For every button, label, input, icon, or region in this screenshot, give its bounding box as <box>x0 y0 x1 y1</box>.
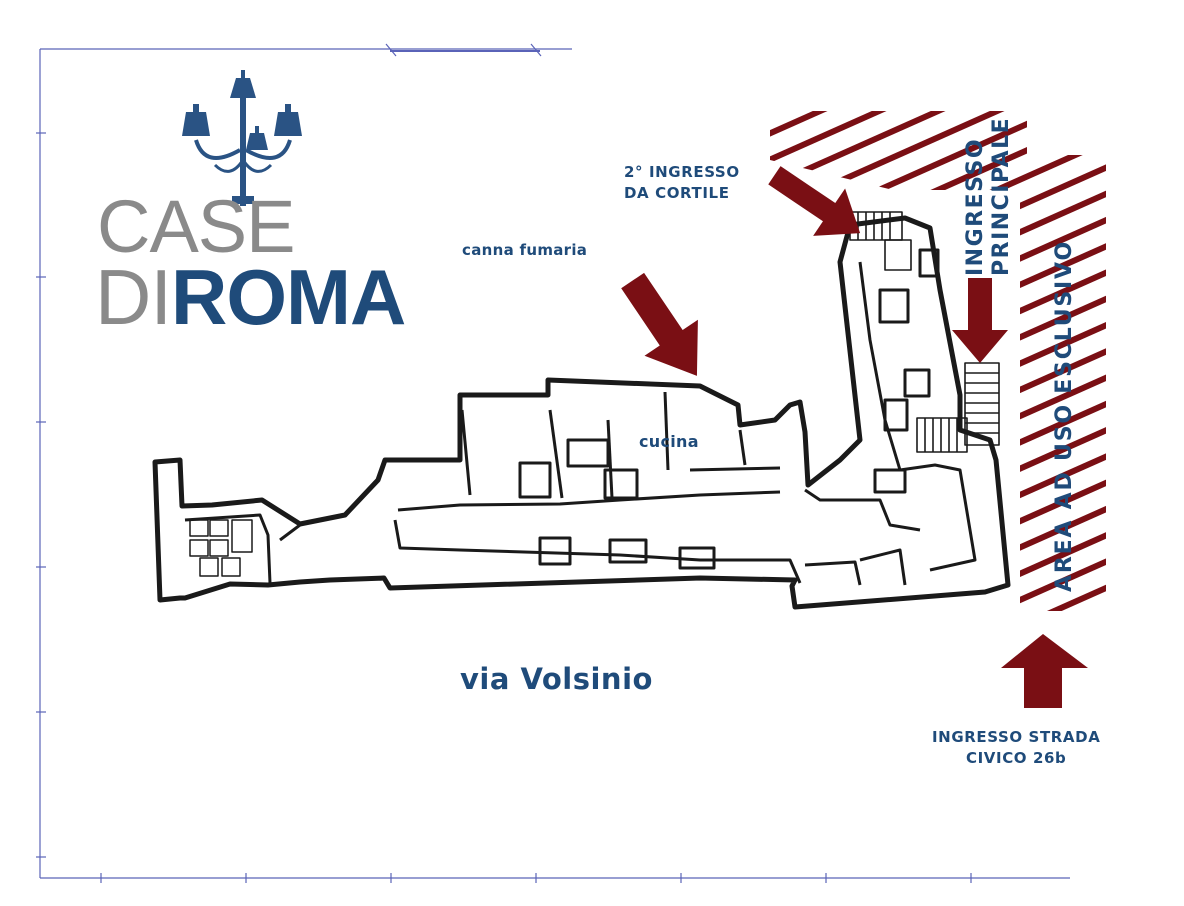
label-ingresso-cortile-line1: 2° INGRESSO <box>624 163 740 181</box>
label-street-name: via Volsinio <box>460 662 653 696</box>
label-ingresso-cortile: 2° INGRESSO DA CORTILE <box>624 162 740 204</box>
logo-text-diroma: DIROMA <box>95 258 406 336</box>
blueprint-frame <box>36 43 1070 883</box>
logo-text-roma: ROMA <box>171 253 406 341</box>
hatched-area-exclusive <box>1020 155 1106 611</box>
arrow-ingresso-2 <box>768 166 861 236</box>
label-ingresso-strada-line1: INGRESSO STRADA <box>932 728 1101 746</box>
floor-plan-walls <box>152 211 1011 610</box>
logo-text-di: DI <box>95 253 172 341</box>
arrow-ingresso-strada <box>1001 634 1088 708</box>
arrow-ingresso-principale <box>952 278 1008 363</box>
label-area-esclusiva: AREA AD USO ESCLUSIVO <box>1052 240 1077 592</box>
label-ingresso-cortile-line2: DA CORTILE <box>624 184 730 202</box>
hatched-area-top <box>770 111 1027 190</box>
label-ingresso-principale-line2: PRINCIPALE <box>989 116 1014 276</box>
label-ingresso-principale: INGRESSO PRINCIPALE <box>963 117 1015 276</box>
label-canna-fumaria: canna fumaria <box>462 241 588 259</box>
label-ingresso-strada-line2: CIVICO 26b <box>966 749 1067 767</box>
street-lamp-icon <box>182 70 302 206</box>
label-ingresso-strada: INGRESSO STRADA CIVICO 26b <box>932 727 1100 769</box>
label-ingresso-principale-line1: INGRESSO <box>963 137 988 276</box>
arrow-canna-fumaria <box>621 272 698 376</box>
label-cucina: cucina <box>639 432 699 451</box>
logo-text-case: CASE <box>97 185 296 268</box>
